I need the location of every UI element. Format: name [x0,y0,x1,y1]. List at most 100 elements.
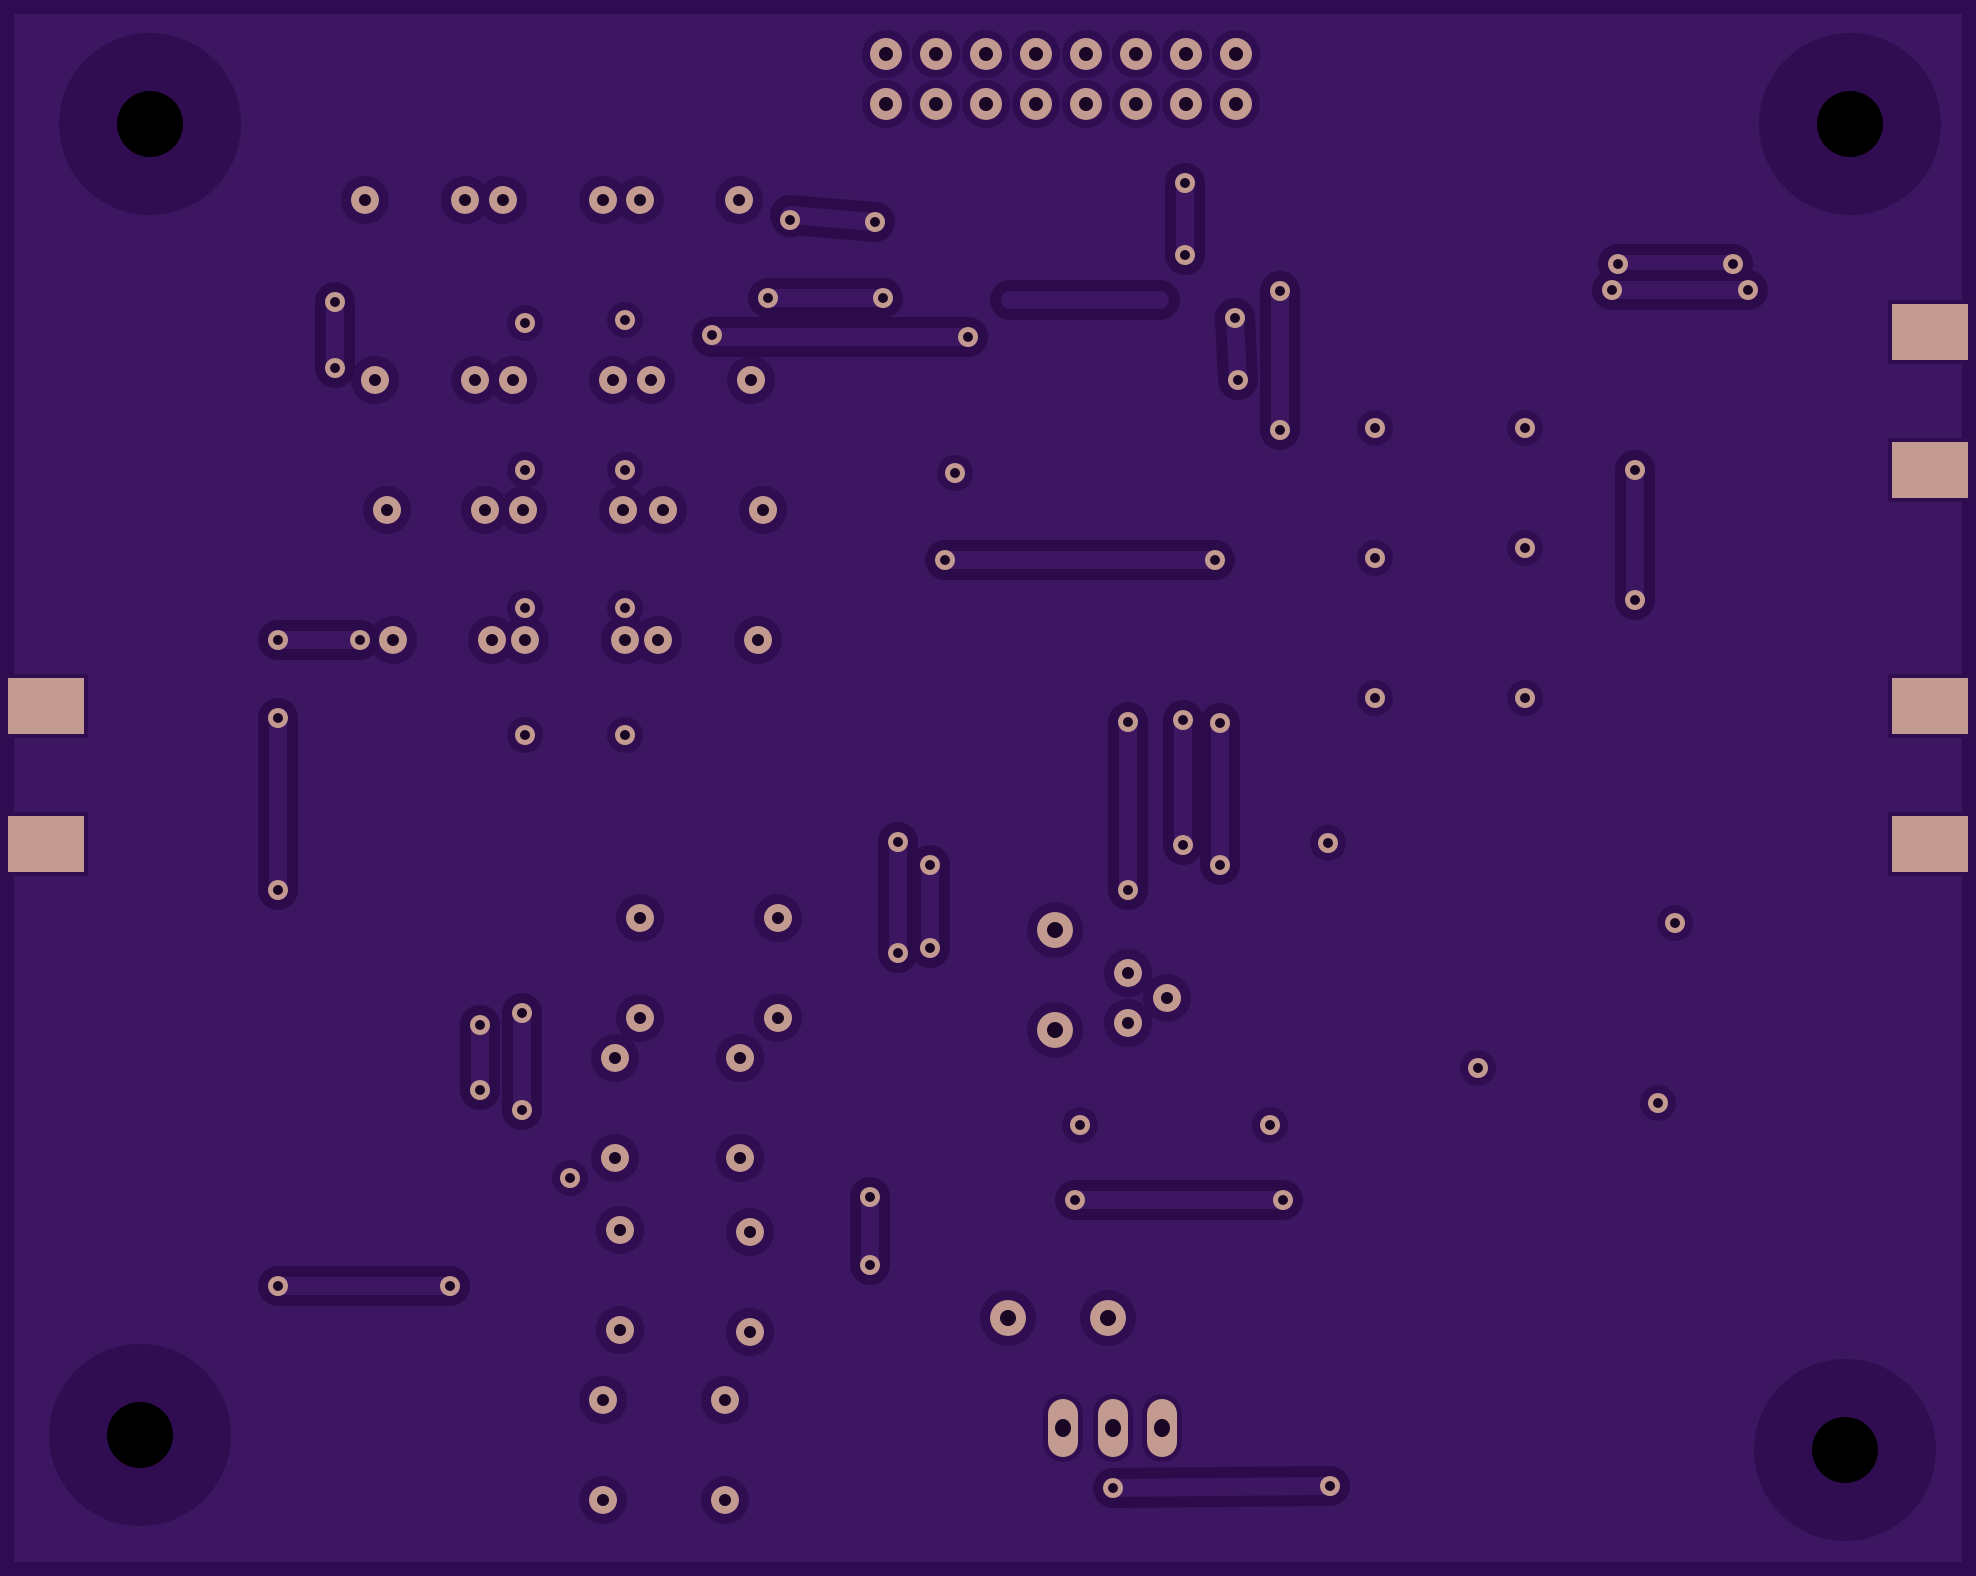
drill-hole [1123,885,1133,895]
drill-hole [1122,1017,1134,1029]
traces-layer [258,163,1768,1508]
drill-hole [744,1226,756,1238]
drill-hole [1047,1022,1063,1038]
edge-pad-icon [8,678,84,734]
drill-hole [707,330,717,340]
drill-hole [634,1012,646,1024]
drill-hole [609,1052,621,1064]
drill-hole [652,634,664,646]
drill-hole [1653,1098,1663,1108]
edge-pad-icon [1892,678,1968,734]
drill-hole [517,1105,527,1115]
drill-layer [107,47,1883,1506]
drill-hole [597,1494,609,1506]
drill-hole [520,465,530,475]
drill-hole [979,47,993,61]
drill-hole [273,635,283,645]
drill-hole [1743,285,1753,295]
drill-hole [330,363,340,373]
drill-hole [1607,285,1617,295]
drill-hole [745,374,757,386]
drill-hole [757,504,769,516]
drill-hole [620,730,630,740]
drill-hole [597,1394,609,1406]
drill-hole [1233,375,1243,385]
drill-hole [614,1224,626,1236]
drill-hole [719,1394,731,1406]
drill-hole [387,634,399,646]
drill-hole [1230,313,1240,323]
drill-hole [1215,718,1225,728]
mounting-hole-icon [117,91,183,157]
drill-hole [597,194,609,206]
drill-hole [929,47,943,61]
drill-hole [1075,1120,1085,1130]
mounting-hole-icon [107,1402,173,1468]
drill-hole [1520,543,1530,553]
drill-hole [517,504,529,516]
drill-hole [870,217,880,227]
drill-hole [1229,97,1243,111]
drill-hole [1129,47,1143,61]
edge-pad-icon [1892,304,1968,360]
drill-hole [1161,992,1173,1004]
trace [781,206,884,231]
drill-hole [519,634,531,646]
drill-hole [734,1052,746,1064]
drill-hole [734,1152,746,1164]
drill-hole [273,885,283,895]
drill-hole [1108,1483,1118,1493]
drill-hole [1079,47,1093,61]
edge-pad-icon [1892,816,1968,872]
drill-hole [1370,693,1380,703]
drill-hole [1630,465,1640,475]
drill-hole [1029,47,1043,61]
drill-hole [865,1260,875,1270]
trace [1104,1477,1339,1497]
drill-hole [507,374,519,386]
drill-hole [1728,259,1738,269]
drill-hole [940,555,950,565]
drill-hole [645,374,657,386]
drill-hole [1179,97,1193,111]
drill-hole [1215,860,1225,870]
drill-hole [1520,693,1530,703]
drill-hole [1178,840,1188,850]
drill-hole [607,374,619,386]
drill-hole [609,1152,621,1164]
drill-hole [520,318,530,328]
drill-hole [763,293,773,303]
drill-hole [950,468,960,478]
drill-hole [893,837,903,847]
drill-hole [1265,1120,1275,1130]
drill-hole [445,1281,455,1291]
drill-hole [1275,425,1285,435]
drill-hole [1473,1063,1483,1073]
drill-hole [1123,717,1133,727]
mounting-hole-icon [1812,1417,1878,1483]
drill-hole [925,943,935,953]
drill-hole [620,603,630,613]
drill-hole [497,194,509,206]
edge-pad-icon [8,816,84,872]
drill-hole [1178,715,1188,725]
drill-hole [565,1173,575,1183]
drill-hole [459,194,471,206]
drill-hole [479,504,491,516]
drill-hole [719,1494,731,1506]
drill-hole [619,634,631,646]
drill-hole [1370,423,1380,433]
drill-hole [634,194,646,206]
drill-hole [617,504,629,516]
drill-hole [486,634,498,646]
drill-hole [1154,1419,1170,1437]
drill-hole [1323,838,1333,848]
drill-hole [1325,1481,1335,1491]
drill-hole [733,194,745,206]
drill-hole [1370,553,1380,563]
drill-hole [878,293,888,303]
drill-hole [1100,1310,1116,1326]
drill-hole [1180,178,1190,188]
trace [1226,309,1247,389]
